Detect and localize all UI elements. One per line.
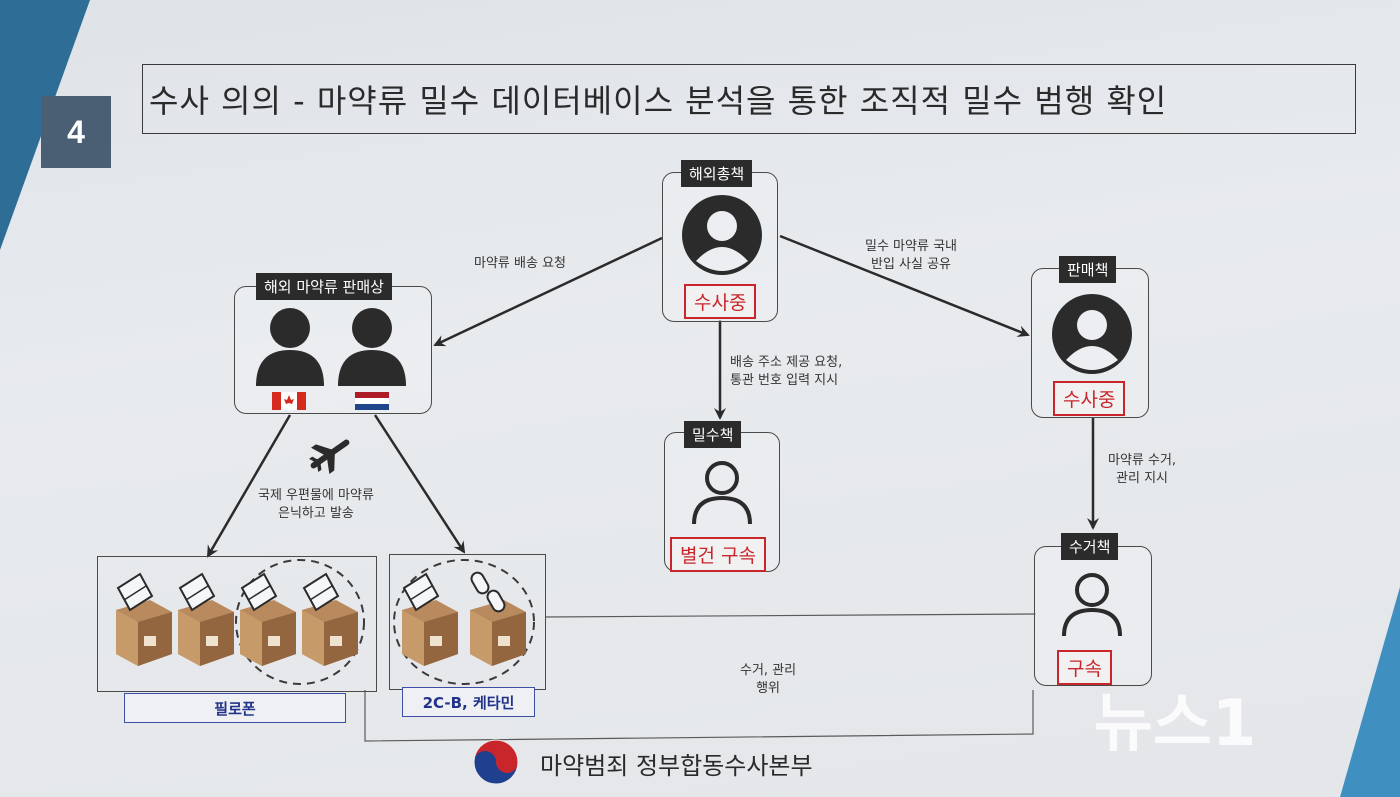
taegeuk-logo-icon <box>473 739 519 785</box>
edge-label-delivery-request: 마약류 배송 요청 <box>474 256 566 271</box>
arrow-dealers-to-2cb <box>373 414 466 554</box>
collection-line-bottom <box>364 690 1034 742</box>
package-box-icon <box>239 573 297 667</box>
person-outline-icon <box>692 461 752 525</box>
status-badge-overseas-boss: 수사중 <box>684 284 757 319</box>
edge-label-line: 배송 주소 제공 요청, <box>730 355 843 370</box>
edge-label-line: 국제 우편물에 마약류 <box>258 488 374 503</box>
edge-label-collect-manage: 마약류 수거, 관리 지시 <box>1108 452 1176 488</box>
section-number: 4 <box>41 96 111 168</box>
package-box-icon <box>401 573 459 667</box>
drug-packages-2cb <box>393 559 535 685</box>
slide-corner-decoration-bottom <box>1340 587 1400 797</box>
package-box-icon <box>470 571 526 666</box>
edge-label-line: 행위 <box>756 681 781 696</box>
arrow-dealers-to-meth <box>206 414 292 558</box>
slide-title-box: 수사 의의 - 마약류 밀수 데이터베이스 분석을 통한 조직적 밀수 범행 확… <box>142 64 1356 134</box>
person-filled-icon <box>1052 294 1132 374</box>
highlight-circle <box>235 559 365 685</box>
edge-label-line: 밀수 마약류 국내 <box>865 239 957 254</box>
pill-icon <box>470 571 506 613</box>
canada-flag-icon <box>272 392 306 410</box>
person-icon-dealer-1 <box>256 308 324 386</box>
drug-label-2cb-ketamine: 2C-B, 케타민 <box>402 687 535 717</box>
edge-label-line: 반입 사실 공유 <box>870 257 952 272</box>
footer-agency-name: 마약범죄 정부합동수사본부 <box>540 752 813 780</box>
package-box-icon <box>177 573 235 667</box>
drug-packages-meth <box>116 559 365 685</box>
edge-label-line: 관리 지시 <box>1116 471 1169 486</box>
drug-group-meth <box>97 556 377 692</box>
label-overseas-boss: 해외총책 <box>681 160 753 187</box>
label-collector: 수거책 <box>1061 533 1119 560</box>
collection-line <box>544 613 1037 618</box>
label-overseas-dealers: 해외 마약류 판매상 <box>256 273 392 300</box>
edge-label-share-import: 밀수 마약류 국내 반입 사실 공유 <box>865 238 957 274</box>
netherlands-flag-icon <box>355 392 389 410</box>
slide-title: 수사 의의 - 마약류 밀수 데이터베이스 분석을 통한 조직적 밀수 범행 확… <box>149 82 1168 120</box>
edge-label-line: 은닉하고 발송 <box>278 506 354 521</box>
watermark: 뉴스1 <box>1094 687 1257 761</box>
label-smuggler: 밀수책 <box>684 421 742 448</box>
person-outline-icon <box>1062 573 1122 637</box>
highlight-circle <box>393 559 535 685</box>
label-seller: 판매책 <box>1059 256 1117 283</box>
drug-label-meth: 필로폰 <box>124 693 346 723</box>
edge-label-address-request: 배송 주소 제공 요청, 통관 번호 입력 지시 <box>730 354 842 390</box>
dealers-person-icons <box>256 308 406 386</box>
edge-label-line: 통관 번호 입력 지시 <box>730 373 839 388</box>
edge-label-collection: 수거, 관리 행위 <box>740 662 796 698</box>
node-overseas-dealers <box>234 286 432 414</box>
arrow-boss-to-dealers <box>433 236 663 347</box>
package-box-icon <box>116 572 172 666</box>
person-filled-icon <box>682 195 762 275</box>
package-box-icon <box>301 573 359 667</box>
arrow-boss-to-seller <box>779 234 1030 337</box>
status-badge-collector: 구속 <box>1057 650 1112 685</box>
status-badge-seller: 수사중 <box>1053 381 1126 416</box>
status-badge-smuggler: 별건 구속 <box>670 537 766 572</box>
person-icon-dealer-2 <box>338 308 406 386</box>
airplane-icon <box>309 439 350 474</box>
edge-label-line: 마약류 수거, <box>1108 453 1177 468</box>
edge-label-intl-mail: 국제 우편물에 마약류 은닉하고 발송 <box>258 487 374 523</box>
edge-label-line: 수거, 관리 <box>740 663 797 678</box>
